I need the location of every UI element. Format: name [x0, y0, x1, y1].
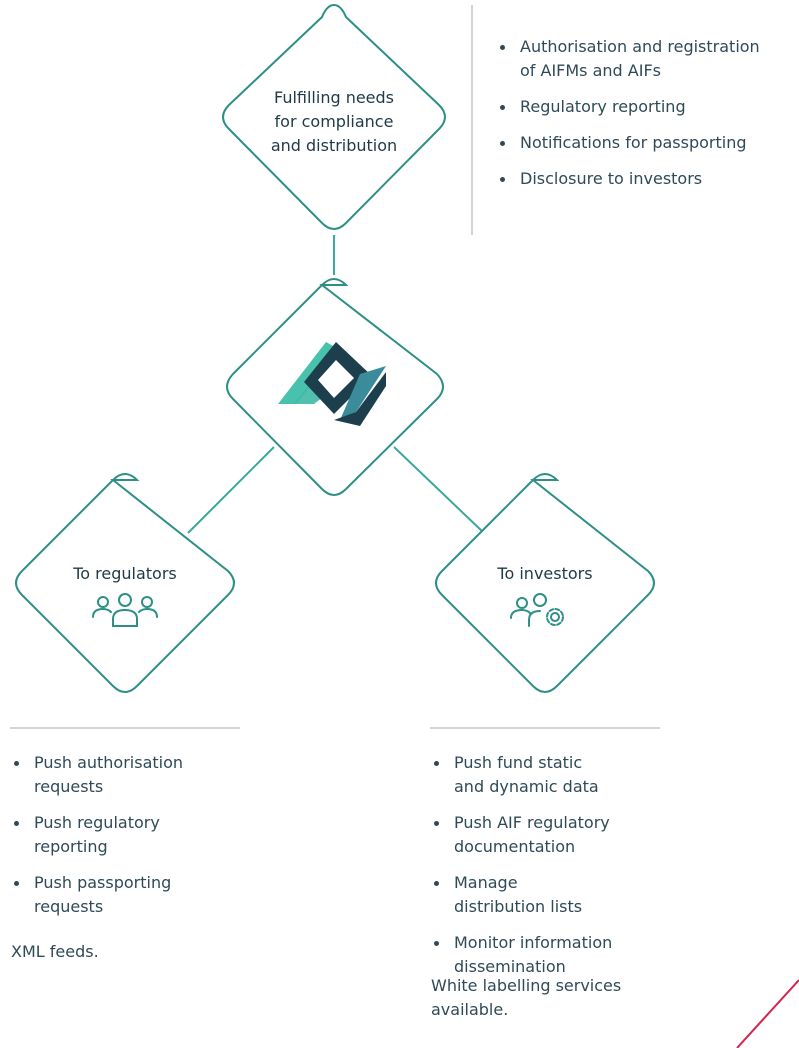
list-item-line: distribution lists: [454, 897, 583, 916]
regulators-list: Push authorisation requests Push regulat…: [11, 751, 241, 931]
list-item-line: Manage: [454, 873, 518, 892]
investors-label: To investors: [497, 564, 593, 583]
list-item-line: Push regulatory: [34, 813, 160, 832]
list-item: Manage distribution lists: [431, 871, 691, 919]
list-item: Push fund static and dynamic data: [431, 751, 691, 799]
diamond-top-outline: [222, 3, 446, 230]
list-item: Monitor information dissemination: [431, 931, 691, 979]
users-group-icon: [92, 593, 158, 627]
users-settings-icon: [510, 593, 564, 627]
list-item-line: Push AIF regulatory: [454, 813, 610, 832]
list-item-line: Push passporting: [34, 873, 172, 892]
list-item-line: Push fund static: [454, 753, 583, 772]
diamond-top-label: Fulfilling needs for compliance and dist…: [244, 86, 424, 158]
diamond-regulators: [15, 473, 235, 693]
list-item-line: Notifications for passporting: [520, 133, 747, 152]
list-item: Push passporting requests: [11, 871, 241, 919]
list-item-line: requests: [34, 897, 104, 916]
diamond-investors: [435, 473, 655, 693]
brand-logo-icon: [278, 342, 386, 426]
list-item-line: documentation: [454, 837, 576, 856]
list-item-line: of AIFMs and AIFs: [520, 61, 661, 80]
diamond-top-label-line: Fulfilling needs: [273, 88, 395, 107]
investors-note-line: White labelling services: [431, 976, 622, 995]
list-item: Push regulatory reporting: [11, 811, 241, 859]
list-item-line: reporting: [34, 837, 108, 856]
list-item-line: Regulatory reporting: [520, 97, 686, 116]
diamond-top-label-line: and distribution: [270, 136, 398, 155]
regulators-note: XML feeds.: [11, 942, 99, 961]
compliance-list: Authorisation and registration of AIFMs …: [497, 35, 797, 203]
list-item: Push authorisation requests: [11, 751, 241, 799]
list-item-line: Monitor information: [454, 933, 613, 952]
list-item: Authorisation and registration of AIFMs …: [497, 35, 797, 83]
list-item-line: Disclosure to investors: [520, 169, 703, 188]
investors-list: Push fund static and dynamic data Push A…: [431, 751, 691, 991]
list-item-line: requests: [34, 777, 104, 796]
list-item-line: and dynamic data: [454, 777, 599, 796]
regulators-label: To regulators: [73, 564, 177, 583]
connector-center-regulators: [187, 446, 275, 534]
diamond-top-label-line: for compliance: [274, 112, 394, 131]
investors-note: White labelling services available.: [431, 974, 621, 1022]
list-item-line: Authorisation and registration: [520, 37, 760, 56]
investors-note-line: available.: [431, 1000, 509, 1019]
list-item: Disclosure to investors: [497, 167, 797, 191]
list-item: Notifications for passporting: [497, 131, 797, 155]
list-item: Regulatory reporting: [497, 95, 797, 119]
vertical-divider: [471, 5, 473, 235]
list-item-line: dissemination: [454, 957, 566, 976]
connector-center-investors: [393, 446, 485, 534]
regulators-divider: [10, 727, 240, 729]
list-item: Push AIF regulatory documentation: [431, 811, 691, 859]
corner-accent-line: [736, 979, 799, 1048]
list-item-line: Push authorisation: [34, 753, 184, 772]
investors-divider: [430, 727, 660, 729]
